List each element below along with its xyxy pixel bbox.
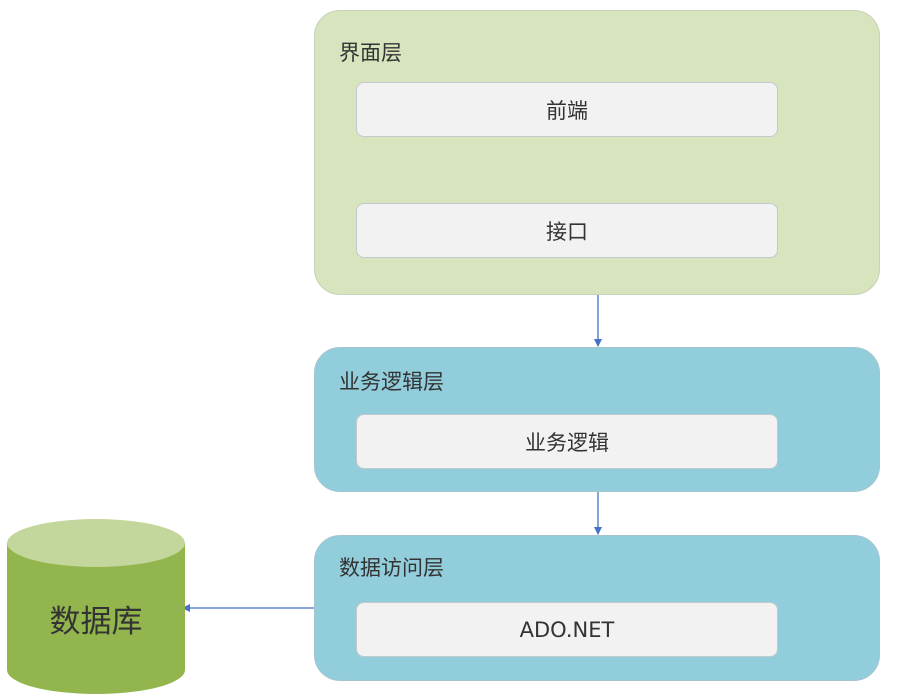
- frontend-box: 前端: [356, 82, 778, 137]
- database-cylinder-icon: [7, 519, 185, 694]
- business-logic-box: 业务逻辑: [356, 414, 778, 469]
- ui-layer: 界面层 前端 接口: [314, 10, 880, 295]
- database-label: 数据库: [49, 604, 143, 640]
- data-access-layer: 数据访问层 ADO.NET: [314, 535, 880, 681]
- business-logic-layer-title: 业务逻辑层: [339, 370, 444, 394]
- ui-layer-title: 界面层: [339, 41, 402, 65]
- ado-net-box: ADO.NET: [356, 602, 778, 657]
- data-access-layer-title: 数据访问层: [339, 556, 444, 580]
- business-logic-layer: 业务逻辑层 业务逻辑: [314, 347, 880, 492]
- interface-box: 接口: [356, 203, 778, 258]
